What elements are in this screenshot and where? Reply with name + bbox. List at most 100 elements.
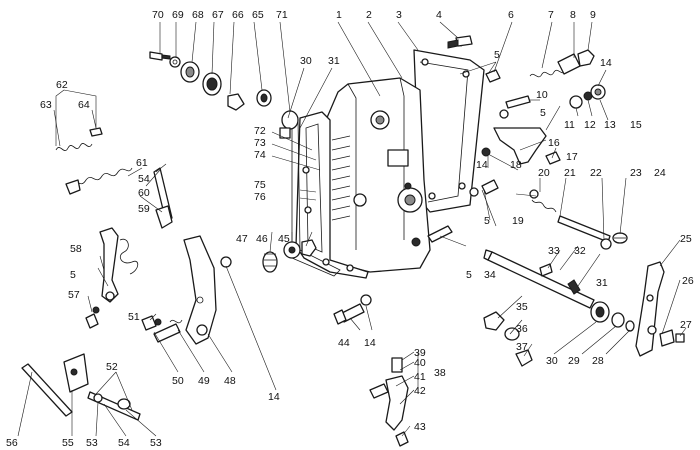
callout-39: 39 <box>414 347 426 359</box>
callout-14-mid: 14 <box>476 159 488 171</box>
callout-22: 22 <box>590 167 602 179</box>
callout-5-lower: 5 <box>466 269 472 281</box>
callout-15: 15 <box>630 119 642 131</box>
callout-51: 51 <box>128 311 140 323</box>
callout-30-bottom: 30 <box>546 355 558 367</box>
callout-28: 28 <box>592 355 604 367</box>
swing-lever <box>183 235 217 345</box>
callout-69: 69 <box>172 9 184 21</box>
callout-46: 46 <box>256 233 268 245</box>
callout-24: 24 <box>654 167 666 179</box>
input-shaft-parts <box>149 51 299 139</box>
callout-54-upper: 54 <box>138 173 150 185</box>
callout-12: 12 <box>584 119 596 131</box>
callout-57: 57 <box>68 289 80 301</box>
callout-14-bottom: 14 <box>364 337 376 349</box>
callout-2: 2 <box>366 9 372 21</box>
shift-shaft <box>487 251 595 309</box>
callout-20: 20 <box>538 167 550 179</box>
callout-6: 6 <box>508 9 514 21</box>
callout-labels: 70 69 68 67 66 65 71 1 2 3 4 6 7 8 9 5 3… <box>6 9 694 449</box>
spring-and-link-parts <box>21 127 173 421</box>
callout-5-mid: 5 <box>484 215 490 227</box>
callout-5-left: 5 <box>70 269 76 281</box>
callout-21: 21 <box>564 167 576 179</box>
shift-bracket <box>493 127 547 165</box>
callout-14-lower-left: 14 <box>268 391 280 403</box>
callout-70: 70 <box>152 9 164 21</box>
callout-50: 50 <box>172 375 184 387</box>
callout-3: 3 <box>396 9 402 21</box>
leader-lines <box>17 21 687 437</box>
callout-53-left: 53 <box>86 437 98 449</box>
pawl <box>385 375 409 431</box>
callout-5-right: 5 <box>540 107 546 119</box>
callout-56: 56 <box>6 437 18 449</box>
callout-42: 42 <box>414 385 426 397</box>
callout-8: 8 <box>570 9 576 21</box>
detent-parts <box>447 35 606 165</box>
callout-32: 32 <box>574 245 586 257</box>
callout-7: 7 <box>548 9 554 21</box>
callout-30-top: 30 <box>300 55 312 67</box>
callout-58: 58 <box>70 243 82 255</box>
callout-37: 37 <box>516 341 528 353</box>
callout-17: 17 <box>566 151 578 163</box>
callout-26: 26 <box>682 275 694 287</box>
callout-64: 64 <box>78 99 90 111</box>
left-middle-parts <box>141 235 317 345</box>
callout-47: 47 <box>236 233 248 245</box>
callout-74: 74 <box>254 149 266 161</box>
callout-66: 66 <box>232 9 244 21</box>
callout-62: 62 <box>56 79 68 91</box>
callout-41: 41 <box>414 371 426 383</box>
callout-40: 40 <box>414 357 426 369</box>
callout-33: 33 <box>548 245 560 257</box>
callout-48: 48 <box>224 375 236 387</box>
callout-14-top: 14 <box>600 57 612 69</box>
callout-13: 13 <box>604 119 616 131</box>
gearbox-housing <box>291 49 485 279</box>
callout-43: 43 <box>414 421 426 433</box>
callout-54-bottom: 54 <box>118 437 130 449</box>
callout-63: 63 <box>40 99 52 111</box>
callout-75: 75 <box>254 179 266 191</box>
callout-11: 11 <box>564 119 575 131</box>
callout-36: 36 <box>516 323 528 335</box>
shift-lever <box>635 261 665 357</box>
callout-59: 59 <box>138 203 150 215</box>
callout-31-right: 31 <box>596 277 608 289</box>
callout-10: 10 <box>536 89 548 101</box>
callout-67: 67 <box>212 9 224 21</box>
callout-25: 25 <box>680 233 692 245</box>
callout-60: 60 <box>138 187 150 199</box>
callout-76: 76 <box>254 191 266 203</box>
callout-44: 44 <box>338 337 350 349</box>
callout-53-right: 53 <box>150 437 162 449</box>
callout-45: 45 <box>278 233 290 245</box>
callout-52: 52 <box>106 361 118 373</box>
callout-35: 35 <box>516 301 528 313</box>
callout-27: 27 <box>680 319 692 331</box>
callout-55: 55 <box>62 437 74 449</box>
callout-23: 23 <box>630 167 642 179</box>
callout-71: 71 <box>276 9 288 21</box>
callout-34: 34 <box>484 269 496 281</box>
callout-73: 73 <box>254 137 266 149</box>
callout-29: 29 <box>568 355 580 367</box>
callout-65: 65 <box>252 9 264 21</box>
callout-16: 16 <box>548 137 560 149</box>
callout-18: 18 <box>510 159 522 171</box>
callout-19: 19 <box>512 215 524 227</box>
selector-parts <box>469 179 628 250</box>
callout-9: 9 <box>590 9 596 21</box>
callout-5-top: 5 <box>494 49 500 61</box>
shift-shaft-parts <box>483 249 685 357</box>
callout-4: 4 <box>436 9 442 21</box>
callout-31-top: 31 <box>328 55 340 67</box>
fastener-parts <box>333 225 533 447</box>
callout-61: 61 <box>136 157 148 169</box>
callout-1: 1 <box>336 9 342 21</box>
callout-72: 72 <box>254 125 266 137</box>
